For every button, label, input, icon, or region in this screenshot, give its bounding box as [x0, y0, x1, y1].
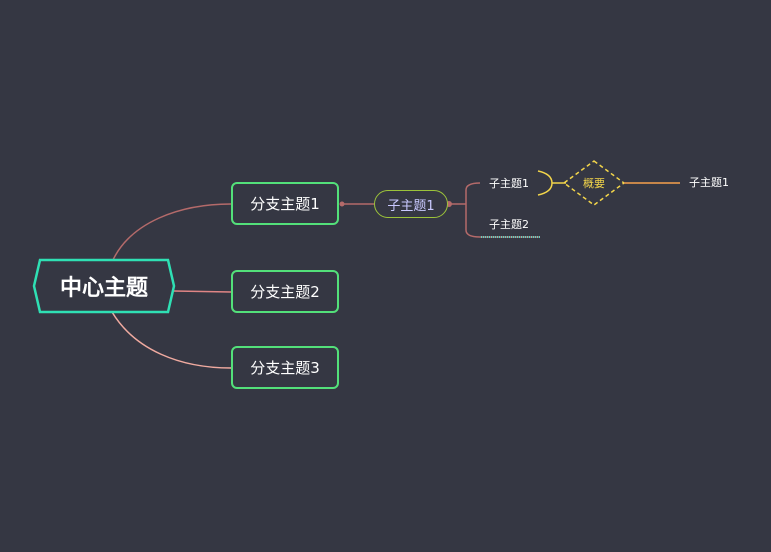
link-central-branch3 [111, 311, 232, 369]
summary-node[interactable]: 概要 [583, 177, 605, 190]
link-dot-branch1 [339, 201, 345, 207]
summary-result-topic[interactable]: 子主题1 [689, 176, 729, 189]
branch-topic-2[interactable]: 分支主题2 [231, 270, 339, 313]
central-topic[interactable]: 中心主题 [59, 276, 148, 301]
branch-topic-3[interactable]: 分支主题3 [231, 346, 339, 389]
subtopic-1[interactable]: 子主题1 [374, 190, 448, 218]
central-topic-shape [32, 258, 176, 314]
summary-diamond [562, 160, 626, 206]
summary-brace [537, 170, 553, 196]
link-central-branch1 [111, 203, 232, 263]
link-central-branch2 [173, 290, 232, 293]
leaf-topic-1[interactable]: 子主题1 [489, 177, 529, 190]
branch-topic-1[interactable]: 分支主题1 [231, 182, 339, 225]
leaf-topic-2[interactable]: 子主题2 [489, 218, 529, 231]
